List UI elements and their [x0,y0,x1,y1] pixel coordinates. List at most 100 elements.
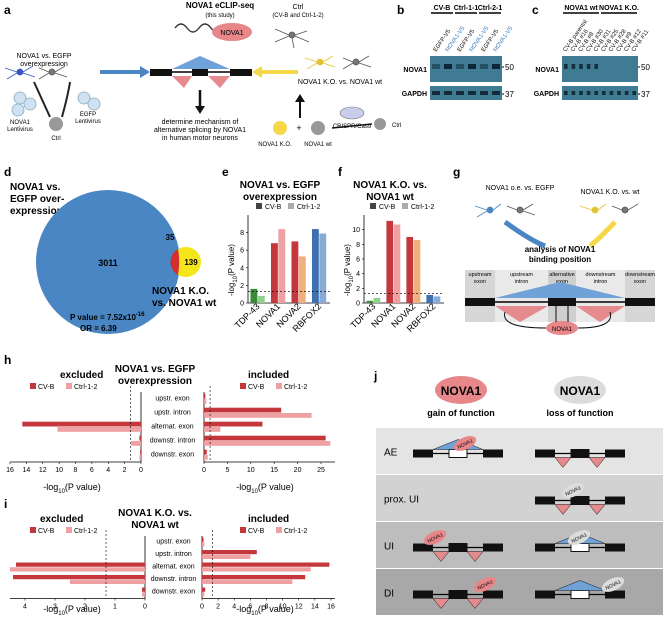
panel-letter-h: h [4,353,11,367]
venn-small-count: 139 [184,258,198,267]
det-line1: determine mechanism of [162,119,239,126]
g-neuron-yellow [579,203,607,214]
venn-label2b: vs. NOVA1 wt [152,298,217,309]
egfp-lenti-label2: Lentivirus [75,119,101,125]
bar [393,224,401,303]
g-neuron-blue [474,203,502,218]
bar-included [204,399,207,404]
i-legend2-swatch-ctrl [276,527,282,533]
blot-mw-50: 50 [641,63,650,72]
y-tick-label: 2 [356,286,360,293]
blot-band-nova1 [594,64,598,69]
blot-mw-37: 37 [641,90,650,99]
x-tick-label: 0 [143,604,147,611]
ctrl-sub: (CV-B and Ctrl-1-2) [272,13,323,19]
y-tick-label: 8 [356,242,360,249]
j-nova1-bubble [473,577,497,592]
bar-included [204,449,207,455]
g-region-label: upstream [469,272,492,278]
bar-included [202,542,205,547]
g-region-label: intron [515,279,529,285]
category-label: alternat. exon [152,564,195,571]
blot-band-gapdh [624,91,629,95]
h-legend-ctrl: Ctrl-1-2 [74,384,97,391]
x-tick-label: 0 [200,604,204,611]
x-tick-label: 4 [232,604,236,611]
category-label: downstr. exon [152,589,195,596]
bar [291,241,299,303]
crispr-label: CRISPR/Cas9 [333,124,372,130]
bar-excluded [140,449,141,455]
j-nova1-bubble [601,577,625,592]
i-xlabel-right: -log10(P value) [236,604,294,617]
g-region-box [465,270,495,322]
panel-letter-f: f [338,165,343,179]
j-nova1-bubble [423,530,447,545]
x-tick-label: 5 [225,467,229,474]
bar [386,220,394,303]
j-alt-exon [570,449,590,458]
i-title2: NOVA1 wt [131,520,179,531]
j-gain-bubble [435,376,487,404]
bar-included [204,393,206,399]
blot-band-gapdh [586,91,591,95]
panel-d-venn: NOVA1 vs. EGFP over- expression 3011 35 … [10,182,217,334]
bar-included [202,550,257,555]
bar-included [202,554,251,559]
blot-band-gapdh [609,91,614,95]
blot-band-gapdh [564,91,568,95]
h-legend-swatch-ctrl [66,383,72,389]
eclip-title: NOVA1 eCLIP-seq [186,1,254,10]
j-row-label: AE [384,448,398,459]
j-exon [535,590,555,599]
y-tick-label: 4 [240,265,244,272]
bar-included [202,579,293,584]
bar-excluded [10,567,145,572]
blot-band-gapdh [594,91,598,95]
blot-gapdh-membrane [562,86,638,100]
x-tick-label: 8 [265,604,269,611]
category-label: downstr. exon [151,451,194,458]
x-tick-label: 10 [55,467,63,474]
x-tick-label: 2 [123,467,127,474]
bar-included [202,537,204,542]
j-inclusion-triangle [554,580,606,591]
eclip-sub: (this study) [205,13,234,19]
e-ylabel: -log10(P value) [227,244,239,296]
blot-band-nova1 [564,64,568,69]
j-exon [605,590,625,599]
j-loss-title: NOVA1 [560,384,601,398]
j-nova1-bubble [561,483,585,498]
category-label: upstr. exon [155,395,189,402]
blot-group-label: Ctrl-1-1 [454,5,479,12]
venn-label1b: EGFP over- [10,194,64,205]
j-exon [413,590,433,599]
i-excluded: excluded [40,514,83,525]
g-region-label: intron [594,279,608,285]
panel-letter-b: b [397,3,404,17]
blot-band-nova1 [432,64,440,69]
g-oe-label: NOVA1 o.e. vs. EGFP [486,185,555,192]
bar-included [202,587,206,592]
panel-h: excluded included NOVA1 vs. EGFP overexp… [6,364,335,495]
bar [366,300,374,303]
venn-big-circle [36,190,180,334]
ctrl-bottom-label: Ctrl [51,136,60,142]
bar-excluded [22,421,141,427]
nova1-lenti-label: NOVA1 [10,120,31,126]
j-skip-triangle [588,504,606,515]
y-tick-label: 4 [356,271,360,278]
e-title1: NOVA1 vs. EGFP [240,180,321,191]
i-legend2-ctrl: Ctrl-1-2 [284,528,307,535]
y-tick-label: 2 [240,283,244,290]
category-label: alternat. exon [151,423,194,430]
i-title1: NOVA1 K.O. vs. [118,508,192,519]
h-title2: overexpression [118,376,192,387]
y-tick-label: 6 [356,257,360,264]
j-exon [483,590,503,599]
h-xlabel-right: -log10(P value) [236,482,294,495]
j-row-label: UI [384,542,394,553]
